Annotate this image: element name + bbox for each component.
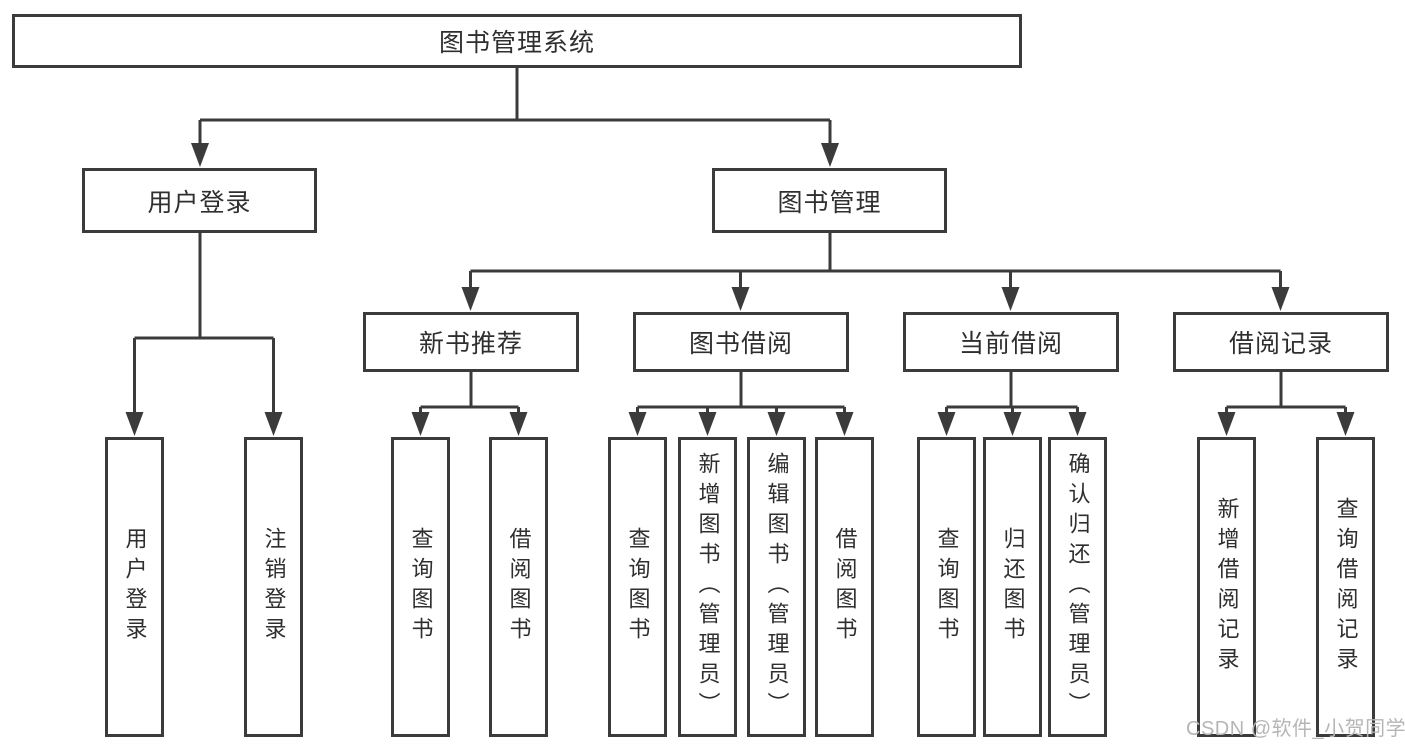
node-query-borrow-record-label: 查询借阅记录 — [1333, 497, 1359, 677]
node-add-borrow-record-label: 新增借阅记录 — [1214, 497, 1240, 677]
node-borrow-records: 借阅记录 — [1173, 312, 1389, 372]
node-add-book-admin: 新增图书（管理员） — [678, 437, 737, 737]
node-return-book-label: 归还图书 — [1000, 527, 1026, 647]
node-query-book-under-current-label: 查询图书 — [934, 527, 960, 647]
node-confirm-return-admin: 确认归还（管理员） — [1048, 437, 1107, 737]
node-edit-book-admin-label: 编辑图书（管理员） — [764, 452, 790, 722]
arrowhead-confirm-return-admin — [1068, 412, 1087, 436]
arrowhead-borrow-book-1 — [509, 412, 528, 436]
node-query-book-under-borrow: 查询图书 — [608, 437, 667, 737]
arrowhead-add-borrow-record — [1217, 412, 1236, 436]
node-library-system-label: 图书管理系统 — [438, 29, 595, 57]
arrowhead-book-borrow — [731, 287, 750, 311]
connector-borrow-branch — [636, 372, 846, 414]
node-borrow-book-under-recommend-label: 借阅图书 — [506, 527, 532, 647]
node-query-book-under-recommend-label: 查询图书 — [408, 527, 434, 647]
node-query-book-under-current: 查询图书 — [917, 437, 976, 737]
connector-recommend-branch — [419, 372, 520, 414]
connector-user-login-branch — [133, 233, 275, 418]
arrowhead-edit-book-admin — [767, 412, 786, 436]
arrowhead-new-book-recommend — [461, 287, 480, 311]
node-new-book-recommend: 新书推荐 — [363, 312, 579, 372]
node-book-management-label: 图书管理 — [777, 188, 882, 217]
node-edit-book-admin: 编辑图书（管理员） — [747, 437, 806, 737]
arrowhead-query-book-1 — [411, 412, 430, 436]
connector-records-branch — [1225, 372, 1347, 414]
arrowhead-return-book — [1003, 412, 1022, 436]
node-logout-leaf: 注销登录 — [244, 437, 303, 737]
node-user-login-label: 用户登录 — [147, 188, 252, 217]
node-add-book-admin-label: 新增图书（管理员） — [695, 452, 721, 722]
node-book-management: 图书管理 — [712, 168, 947, 233]
arrowhead-query-borrow-record — [1336, 412, 1355, 436]
node-query-book-under-recommend: 查询图书 — [391, 437, 450, 737]
arrowhead-logout-leaf — [264, 412, 283, 436]
node-book-borrow-label: 图书借阅 — [688, 330, 793, 358]
arrowhead-book-management — [821, 143, 839, 167]
arrowhead-user-login — [191, 143, 209, 167]
node-current-borrow-label: 当前借阅 — [958, 330, 1063, 358]
arrowhead-current-borrow — [1001, 287, 1020, 311]
node-logout-leaf-label: 注销登录 — [261, 527, 287, 647]
connector-root-branch — [198, 68, 832, 148]
csdn-watermark: CSDN @软件_小贺同学 — [1186, 718, 1405, 740]
node-query-borrow-record: 查询借阅记录 — [1316, 437, 1375, 737]
node-confirm-return-admin-label: 确认归还（管理员） — [1065, 452, 1091, 722]
node-borrow-book-under-borrow-label: 借阅图书 — [832, 527, 858, 647]
connector-current-branch — [945, 372, 1079, 414]
arrowhead-user-login-leaf — [125, 412, 144, 436]
node-add-borrow-record: 新增借阅记录 — [1197, 437, 1256, 737]
arrowhead-query-book-3 — [937, 412, 956, 436]
node-query-book-under-borrow-label: 查询图书 — [625, 527, 651, 647]
node-book-borrow: 图书借阅 — [633, 312, 849, 372]
node-borrow-book-under-recommend: 借阅图书 — [489, 437, 548, 737]
node-user-login-leaf: 用户登录 — [105, 437, 164, 737]
node-borrow-records-label: 借阅记录 — [1228, 330, 1333, 358]
node-borrow-book-under-borrow: 借阅图书 — [815, 437, 874, 737]
arrowhead-borrow-book-2 — [835, 412, 854, 436]
node-current-borrow: 当前借阅 — [903, 312, 1119, 372]
node-return-book: 归还图书 — [983, 437, 1042, 737]
arrowhead-add-book-admin — [698, 412, 717, 436]
connector-book-management-branch — [469, 233, 1282, 292]
arrowhead-borrow-records — [1271, 287, 1290, 311]
node-new-book-recommend-label: 新书推荐 — [418, 330, 523, 358]
arrowhead-query-book-2 — [628, 412, 647, 436]
node-user-login-leaf-label: 用户登录 — [122, 527, 148, 647]
node-library-system: 图书管理系统 — [12, 14, 1022, 68]
node-user-login: 用户登录 — [82, 168, 317, 233]
